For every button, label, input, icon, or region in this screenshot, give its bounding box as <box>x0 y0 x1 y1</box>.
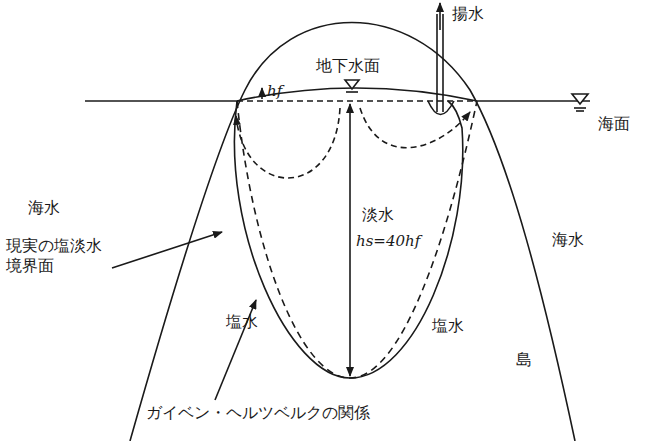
ghyben-herzberg-label: ガイベン・ヘルツベルクの関係 <box>146 403 370 423</box>
water-level-symbol <box>576 110 584 112</box>
water-level-symbol <box>346 91 358 93</box>
hs-dimension <box>349 104 351 120</box>
sea-level-dashed <box>237 100 477 102</box>
pumping-arrow <box>439 3 441 30</box>
hs-label: hs=40hf <box>356 232 420 251</box>
pumping-label: 揚水 <box>452 4 484 24</box>
sea-level <box>85 100 237 102</box>
actual-interface <box>234 101 462 378</box>
leader-line <box>112 232 222 268</box>
water-table-label: 地下水面 <box>316 56 380 76</box>
saltwater-label: 塩水 <box>226 312 258 332</box>
flow-arrow <box>236 108 340 178</box>
water-level-symbol <box>345 80 359 89</box>
well <box>436 14 438 112</box>
seawater-label: 海水 <box>552 230 584 250</box>
well <box>442 14 444 112</box>
hs-dimension <box>349 120 351 376</box>
hf-label: hf <box>267 82 282 101</box>
island-label: 島 <box>516 350 532 370</box>
interface-label: 現実の塩淡水 境界面 <box>6 236 114 276</box>
water-level-symbol <box>572 94 588 104</box>
flow-arrow <box>360 108 470 148</box>
hf-dimension <box>261 88 263 99</box>
sea-level-label: 海面 <box>598 114 630 134</box>
sea-level <box>477 100 590 102</box>
island-outline <box>130 23 575 441</box>
upconing <box>428 101 454 115</box>
freshwater-label: 淡水 <box>362 205 394 225</box>
ghyben-herzberg-interface <box>237 101 477 378</box>
saltwater-label: 塩水 <box>432 316 464 336</box>
seawater-label: 海水 <box>28 198 60 218</box>
water-level-symbol <box>574 107 586 109</box>
